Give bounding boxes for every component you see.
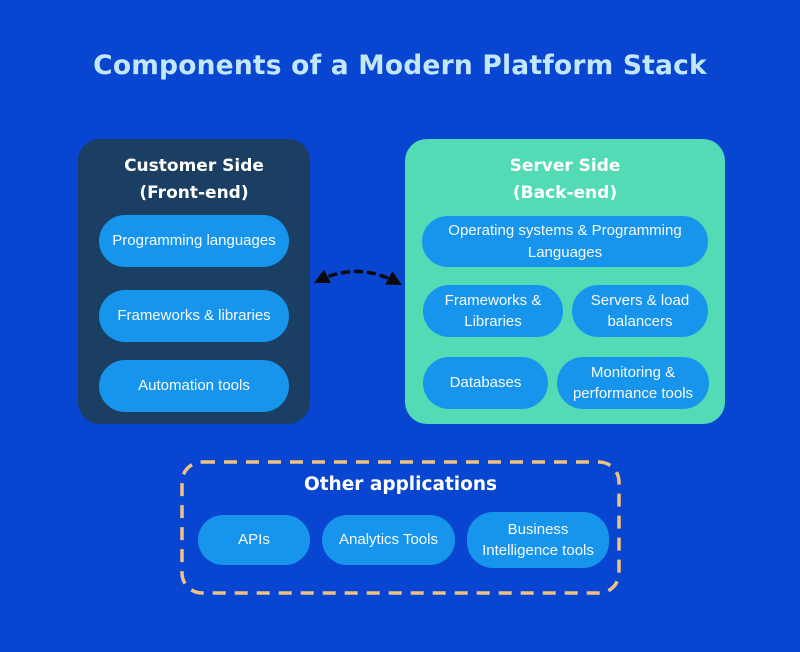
list-item-frameworks-libraries: Frameworks & libraries	[99, 290, 289, 342]
customer-side-panel: Customer Side (Front-end) Programming la…	[78, 139, 310, 424]
list-item-monitoring-performance-tools: Monitoring & performance tools	[557, 357, 709, 409]
server-side-heading: Server Side (Back-end)	[405, 139, 725, 207]
page-title: Components of a Modern Platform Stack	[93, 50, 707, 81]
list-item-automation-tools: Automation tools	[99, 360, 289, 412]
customer-side-heading-line2: (Front-end)	[139, 183, 249, 203]
other-applications-box: Other applications APIs Analytics Tools …	[180, 460, 621, 595]
list-item-servers-load-balancers: Servers & load balancers	[572, 285, 708, 337]
list-item-business-intelligence-tools: Business Intelligence tools	[467, 512, 609, 568]
other-applications-heading: Other applications	[303, 474, 498, 495]
list-item-apis: APIs	[198, 515, 310, 565]
list-item-databases: Databases	[423, 357, 548, 409]
list-item-analytics-tools: Analytics Tools	[322, 515, 455, 565]
list-item-frameworks-libraries-server: Frameworks & Libraries	[423, 285, 563, 337]
list-item-os-programming-languages: Operating systems & Programming Language…	[422, 216, 708, 267]
dashed-border	[180, 460, 621, 595]
server-side-heading-line1: Server Side	[509, 156, 621, 176]
list-item-programming-languages: Programming languages	[99, 215, 289, 267]
server-side-heading-line2: (Back-end)	[512, 183, 618, 203]
customer-side-heading: Customer Side (Front-end)	[78, 139, 310, 207]
customer-side-heading-line1: Customer Side	[124, 156, 264, 176]
server-side-panel: Server Side (Back-end) Operating systems…	[405, 139, 725, 424]
bidirectional-arrow-icon	[304, 254, 412, 300]
